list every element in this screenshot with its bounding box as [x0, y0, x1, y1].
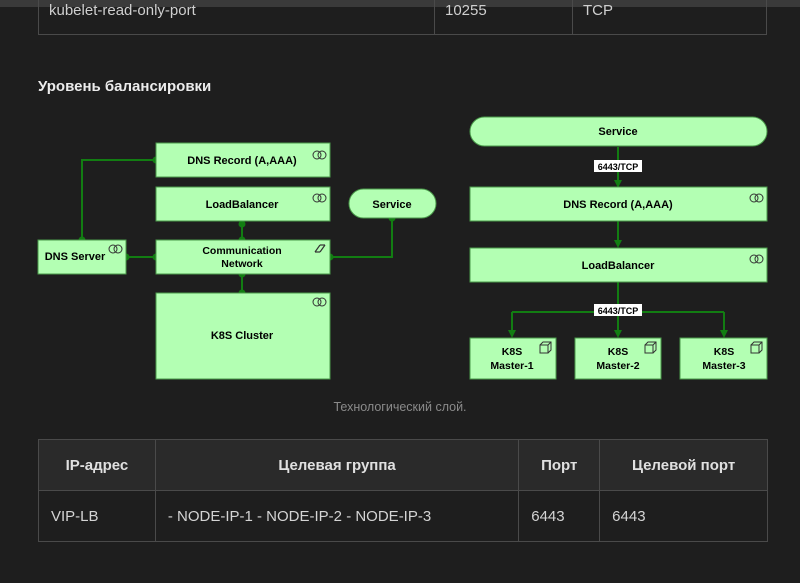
k8s-master-2-node: K8S Master-2 [574, 337, 662, 380]
balancer-table: IP-адрес Целевая группа Порт Целевой пор… [38, 439, 768, 542]
node-icon [644, 341, 657, 354]
column-header-ip: IP-адрес [38, 439, 156, 491]
table-cell-ip: VIP-LB [38, 490, 156, 542]
svg-text:K8S: K8S [714, 346, 734, 358]
dns-server-node: DNS Server [37, 239, 127, 275]
node-icon [750, 341, 763, 354]
svg-text:Service: Service [372, 199, 411, 211]
table-cell: TCP [583, 2, 613, 19]
svg-text:6443/TCP: 6443/TCP [598, 306, 639, 316]
table-cell: kubelet-read-only-port [39, 0, 435, 34]
dns-record-node-right: DNS Record (A,AAA) [469, 186, 768, 222]
svg-text:LoadBalancer: LoadBalancer [582, 260, 655, 272]
communication-network-node: Communication Network [155, 239, 331, 275]
svg-text:K8S Cluster: K8S Cluster [211, 330, 274, 342]
column-header-port: Порт [518, 439, 601, 491]
port-label: 6443/TCP [594, 304, 642, 316]
service-node-left: Service [348, 188, 437, 219]
dns-record-node: DNS Record (A,AAA) [155, 142, 331, 178]
service-node-right: Service [469, 116, 768, 147]
column-header-target-group: Целевая группа [154, 439, 520, 491]
service-icon [312, 297, 327, 307]
svg-text:DNS Record (A,AAA): DNS Record (A,AAA) [187, 155, 297, 167]
load-balancer-node-right: LoadBalancer [469, 247, 768, 283]
svg-text:K8S: K8S [608, 346, 628, 358]
diagram-caption: Технологический слой. [333, 400, 467, 414]
svg-text:Service: Service [598, 126, 637, 138]
section-heading: Уровень балансировки [38, 78, 212, 95]
service-icon [312, 150, 327, 160]
svg-text:LoadBalancer: LoadBalancer [206, 199, 279, 211]
balancing-layer-diagram: DNS Record (A,AAA) LoadBalancer Communic… [37, 116, 768, 380]
service-icon [312, 193, 327, 203]
load-balancer-node: LoadBalancer [155, 186, 331, 222]
service-icon [749, 254, 764, 264]
table-header-row: IP-адрес Целевая группа Порт Целевой пор… [38, 439, 768, 491]
service-icon [108, 244, 123, 254]
service-icon [749, 193, 764, 203]
k8s-cluster-node: K8S Cluster [155, 292, 331, 380]
svg-text:Network: Network [221, 258, 263, 270]
table-cell: 10255 [435, 0, 573, 34]
column-header-target-port: Целевой порт [599, 439, 768, 491]
svg-text:DNS Record (A,AAA): DNS Record (A,AAA) [563, 199, 673, 211]
svg-text:Master-1: Master-1 [490, 360, 533, 372]
top-scroll-bar [0, 0, 800, 7]
table-row: VIP-LB - NODE-IP-1 - NODE-IP-2 - NODE-IP… [38, 490, 768, 542]
svg-text:Master-3: Master-3 [702, 360, 745, 372]
svg-text:Communication: Communication [202, 245, 281, 257]
port-label: 6443/TCP [594, 160, 642, 172]
svg-text:DNS Server: DNS Server [45, 251, 106, 263]
table-cell-target-port: 6443 [599, 490, 768, 542]
node-icon [539, 341, 552, 354]
table-cell-port: 6443 [518, 490, 601, 542]
svg-text:6443/TCP: 6443/TCP [598, 162, 639, 172]
table-cell-target-group: - NODE-IP-1 - NODE-IP-2 - NODE-IP-3 [154, 490, 520, 542]
k8s-master-3-node: K8S Master-3 [679, 337, 768, 380]
network-icon [314, 244, 326, 253]
svg-text:Master-2: Master-2 [596, 360, 639, 372]
svg-text:K8S: K8S [502, 346, 522, 358]
k8s-master-1-node: K8S Master-1 [469, 337, 557, 380]
previous-table-last-row: kubelet-read-only-port 10255 TCP [38, 0, 767, 35]
